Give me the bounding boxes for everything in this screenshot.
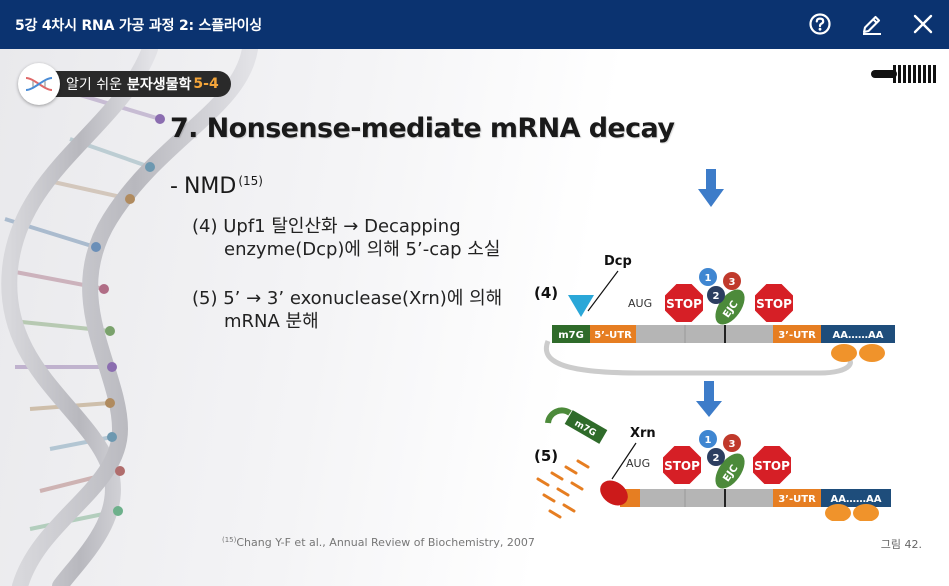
brand-stripes-icon [871, 65, 936, 83]
stop-label: STOP [664, 459, 700, 473]
question-circle-icon [809, 13, 831, 35]
edit-button[interactable] [857, 9, 887, 39]
stop-sign-icon: STOP [753, 282, 795, 324]
figure-label: 그림 42. [880, 538, 922, 551]
aug-label-4: AUG [628, 297, 652, 310]
course-number: 5-4 [193, 76, 219, 92]
stop-sign-icon: STOP [751, 444, 793, 486]
degraded-fragments [536, 459, 590, 519]
item-4-line2: enzyme(Dcp)에 의해 5’-cap 소실 [224, 239, 501, 260]
item-5-line1: (5) 5’ → 3’ exonuclease(Xrn)에 의해 [192, 288, 503, 309]
caption-text: Chang Y-F et al., Annual Review of Bioch… [236, 536, 535, 549]
xrn-enzyme-icon [600, 480, 628, 506]
factor-3-label: 3 [729, 277, 736, 288]
xrn-pointer [611, 442, 637, 480]
utr3-label-5: 3’-UTR [778, 494, 816, 505]
slide-title: 7. Nonsense-mediate mRNA decay [170, 113, 675, 144]
step-4-label: (4) [534, 284, 558, 302]
released-cap-icon: m7G [545, 407, 608, 444]
polya-segment-5 [821, 489, 891, 507]
utr5-label: 5’-UTR [594, 330, 632, 341]
course-name-bold: 분자생물학 [126, 77, 192, 93]
arrow-down-icon [698, 169, 724, 207]
arrow-down-icon [696, 381, 722, 417]
dcp-pointer [587, 270, 619, 312]
pabp-icon [831, 344, 857, 362]
step-4-panel: (4) Dcp AUG m7G 5’-UTR 3’-UTR AA……AA [534, 169, 895, 376]
step-5-label: (5) [534, 447, 558, 465]
title-bar: 5강 4차시 RNA 가공 과정 2: 스플라이싱 [0, 0, 949, 49]
step-5-panel: (5) m7G Xrn AUG [534, 407, 891, 521]
bullet-nmd: -NMD(15) [170, 174, 263, 199]
xrn-label: Xrn [630, 426, 656, 441]
close-icon [913, 14, 933, 34]
window-title: 5강 4차시 RNA 가공 과정 2: 스플라이싱 [15, 17, 262, 34]
bullet-text: NMD [183, 174, 237, 199]
dna-logo-icon [18, 63, 60, 105]
ejc-complex-icon: EJC 1 3 2 [699, 268, 745, 325]
stop-sign-icon: STOP [661, 444, 703, 486]
close-button[interactable] [908, 9, 938, 39]
polya-label-4: AA……AA [833, 330, 884, 341]
reference-caption: (15)Chang Y-F et al., Annual Review of B… [222, 536, 535, 549]
aug-label-5: AUG [626, 457, 650, 470]
cap-label-4: m7G [558, 330, 584, 341]
factor-1-label: 1 [705, 273, 712, 284]
polya-label-5: AA……AA [831, 494, 882, 505]
polya-segment-4 [821, 325, 895, 343]
item-4-line1: (4) Upf1 탈인산화 → Decapping [192, 216, 461, 237]
factor-1-label: 1 [705, 435, 712, 446]
pencil-icon [862, 15, 881, 35]
utr3-segment-5 [773, 489, 821, 507]
stop-label: STOP [666, 297, 702, 311]
factor-2-label: 2 [713, 453, 720, 464]
nmd-diagram: (4) Dcp AUG m7G 5’-UTR 3’-UTR AA……AA [534, 169, 895, 521]
ejc-complex-icon: EJC 1 3 2 [699, 430, 745, 489]
stop-label: STOP [756, 297, 792, 311]
utr3-label-4: 3’-UTR [778, 330, 816, 341]
help-button[interactable] [805, 9, 835, 39]
cap-segment-4 [552, 325, 590, 343]
item-5-line2: mRNA 분해 [224, 311, 319, 332]
utr5-segment [590, 325, 636, 343]
stop-label: STOP [754, 459, 790, 473]
slide-canvas: 알기 쉬운 분자생물학 5-4 7. Nonsense-mediate mRNA… [0, 49, 949, 586]
pabp-icon [825, 504, 851, 521]
coding-segment-5 [640, 489, 773, 507]
factor-2-label: 2 [713, 291, 720, 302]
caption-ref-number: (15) [222, 536, 237, 544]
stop-sign-icon: STOP [663, 282, 705, 324]
course-logo: 알기 쉬운 분자생물학 5-4 [18, 63, 231, 105]
bullet-reference: (15) [238, 174, 263, 188]
dcp-enzyme-icon [568, 295, 594, 317]
utr3-segment-4 [773, 325, 821, 343]
bullet-dash: - [170, 174, 178, 199]
course-name-light: 알기 쉬운 [66, 77, 122, 93]
mrna-loop [543, 340, 853, 376]
coding-segment-4 [636, 325, 773, 343]
pabp-icon [853, 504, 879, 521]
pabp-icon [859, 344, 885, 362]
factor-3-label: 3 [729, 439, 736, 450]
course-name: 알기 쉬운 분자생물학 5-4 [50, 71, 231, 97]
dcp-label: Dcp [604, 254, 632, 269]
